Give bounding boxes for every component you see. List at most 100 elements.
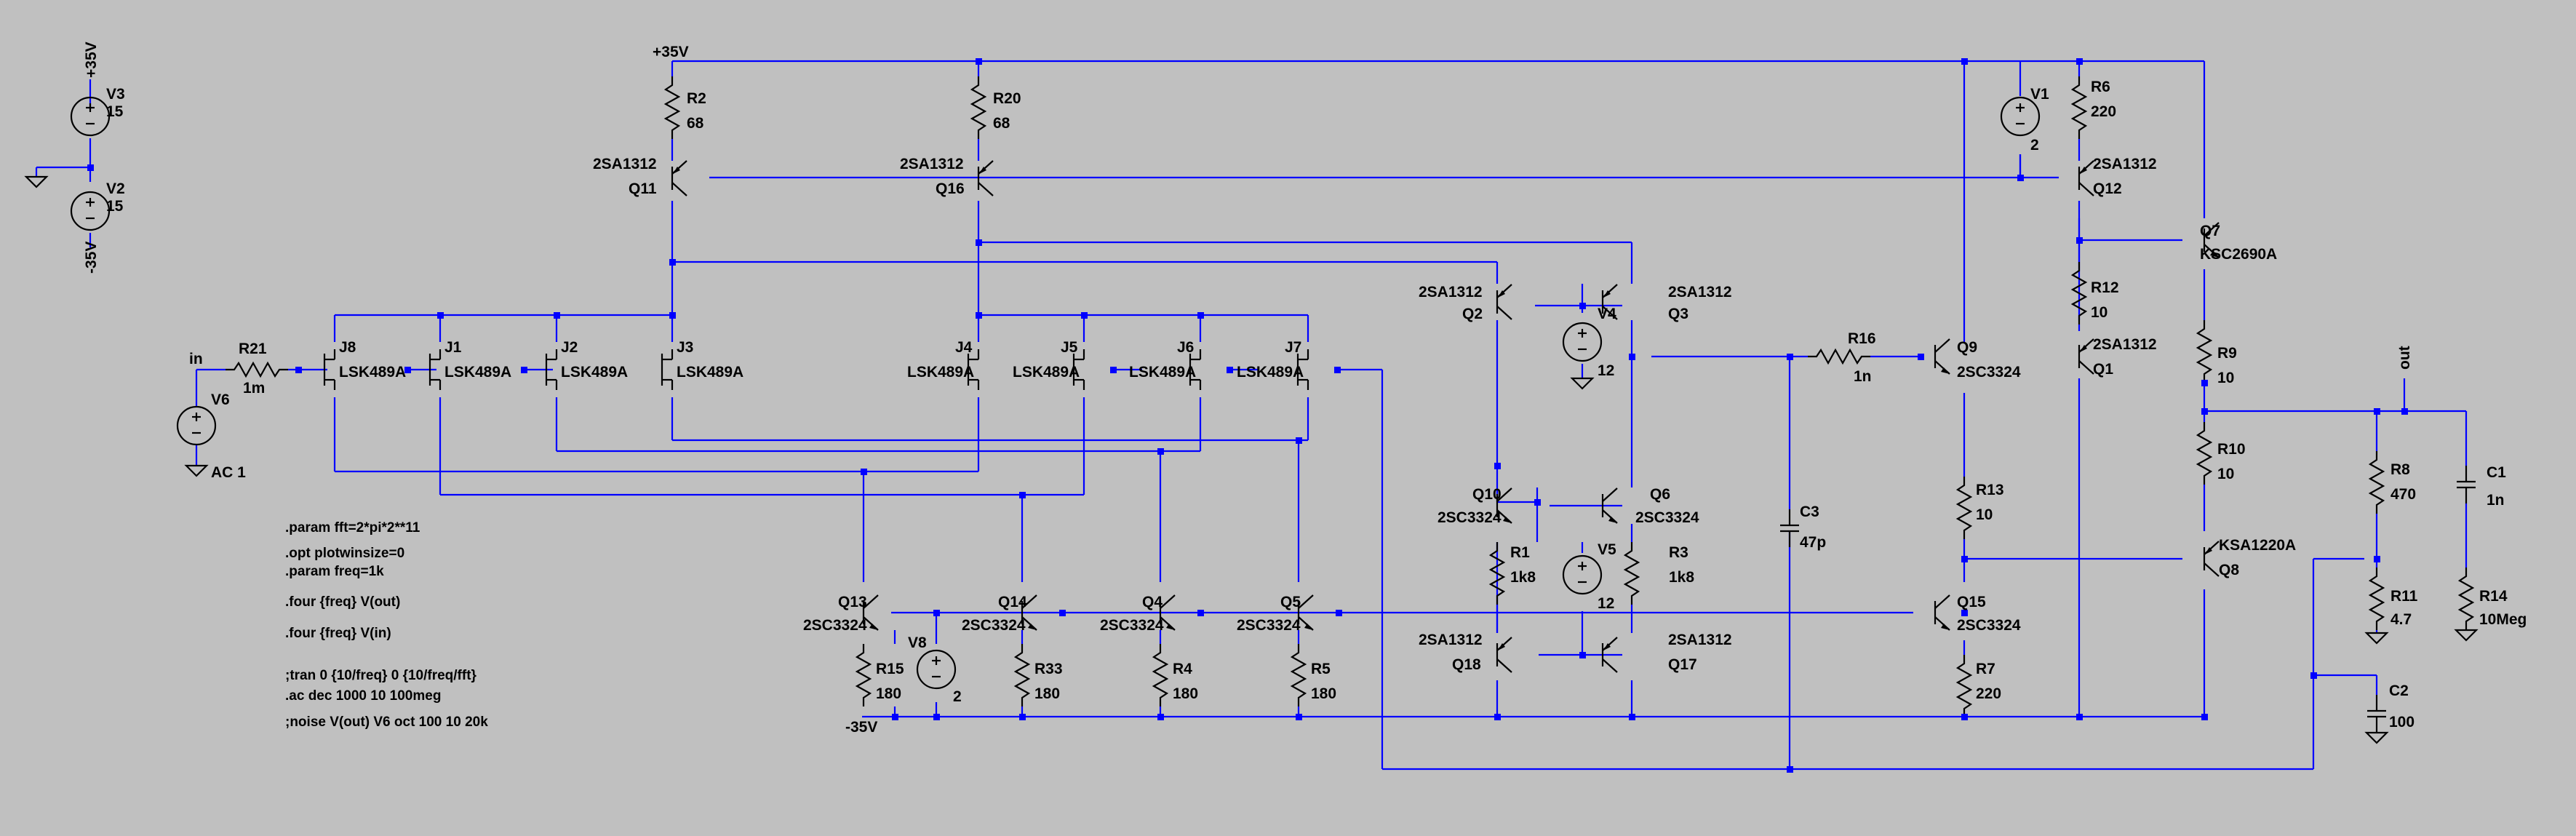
v5-name: V5	[1598, 541, 1616, 558]
r11-value: 4.7	[2390, 611, 2412, 628]
q2-name: Q2	[1462, 306, 1483, 322]
spice-directives: .param fft=2*pi*2**11 .opt plotwinsize=0…	[285, 520, 488, 730]
r13-value: 10	[1976, 506, 1993, 523]
net-in-label: in	[189, 351, 203, 367]
r7-name: R7	[1976, 661, 1995, 677]
r2-name: R2	[687, 90, 706, 107]
j4-value: LSK489A	[907, 364, 974, 381]
r21-value: 1m	[243, 380, 265, 397]
q6-value: 2SC3324	[1635, 509, 1699, 526]
q16-name: Q16	[936, 180, 965, 197]
v1-name: V1	[2030, 86, 2049, 103]
q8-name: Q8	[2219, 562, 2239, 578]
q12-name: Q12	[2093, 180, 2122, 197]
c3-name: C3	[1800, 503, 1819, 520]
r16-name: R16	[1848, 330, 1876, 347]
directive-line: .ac dec 1000 10 100meg	[285, 688, 441, 704]
q3-value: 2SA1312	[1668, 284, 1732, 300]
c3-value: 47p	[1800, 534, 1826, 551]
q11-value: 2SA1312	[593, 156, 657, 172]
directive-line: ;tran 0 {10/freq} 0 {10/freq/fft}	[285, 668, 477, 683]
r20-value: 68	[993, 115, 1010, 132]
r5-name: R5	[1311, 661, 1331, 677]
v5-value: 12	[1598, 595, 1614, 612]
r6-name: R6	[2091, 79, 2110, 95]
j1-value: LSK489A	[444, 364, 511, 381]
r3-name: R3	[1669, 544, 1688, 561]
v8-value: 2	[953, 688, 962, 705]
r14-name: R14	[2479, 588, 2508, 605]
j6-value: LSK489A	[1129, 364, 1196, 381]
q10-name: Q10	[1472, 486, 1502, 503]
labels: +35V V3 15 V2 15 -35V +35V -35V in R21 1…	[83, 41, 2527, 736]
v4-name: V4	[1598, 306, 1616, 322]
q6-name: Q6	[1650, 486, 1670, 503]
directive-line: .four {freq} V(in)	[285, 626, 391, 641]
r8-value: 470	[2390, 486, 2416, 503]
v2-value: 15	[106, 198, 124, 215]
v3-net-label: +35V	[83, 41, 100, 78]
q10-value: 2SC3324	[1437, 509, 1502, 526]
r10-value: 10	[2217, 466, 2234, 482]
directive-line: ;noise V(out) V6 oct 100 10 20k	[285, 714, 488, 730]
j7-name: J7	[1285, 339, 1301, 356]
q9-name: Q9	[1957, 339, 1977, 356]
r8-name: R8	[2390, 461, 2410, 478]
j6-name: J6	[1177, 339, 1194, 356]
q12-value: 2SA1312	[2093, 156, 2157, 172]
q1-value: 2SA1312	[2093, 336, 2157, 353]
r12-value: 10	[2091, 304, 2108, 321]
r9-value: 10	[2217, 370, 2234, 386]
j3-name: J3	[677, 339, 693, 356]
j3-value: LSK489A	[677, 364, 743, 381]
r21-name: R21	[239, 341, 267, 357]
q1-name: Q1	[2093, 361, 2113, 378]
j5-name: J5	[1061, 339, 1078, 356]
j4-name: J4	[955, 339, 973, 356]
q13-value: 2SC3324	[803, 617, 867, 634]
r4-value: 180	[1173, 685, 1198, 702]
j7-value: LSK489A	[1237, 364, 1304, 381]
r1-value: 1k8	[1510, 569, 1536, 586]
c2-value: 100	[2389, 714, 2414, 730]
rail-neg-label: -35V	[845, 719, 877, 736]
symbols	[25, 75, 2478, 744]
junctions	[87, 58, 2408, 773]
r5-value: 180	[1311, 685, 1336, 702]
j8-name: J8	[339, 339, 356, 356]
v2-name: V2	[106, 180, 125, 197]
v3-value: 15	[106, 103, 124, 120]
r33-name: R33	[1034, 661, 1063, 677]
r6-value: 220	[2091, 103, 2116, 120]
r2-value: 68	[687, 115, 704, 132]
q17-name: Q17	[1668, 656, 1697, 673]
c2-name: C2	[2389, 682, 2409, 699]
q18-value: 2SA1312	[1419, 632, 1483, 648]
r9-name: R9	[2217, 345, 2237, 362]
q2-value: 2SA1312	[1419, 284, 1483, 300]
r7-value: 220	[1976, 685, 2001, 702]
v6-name: V6	[211, 391, 230, 408]
q7-name: Q7	[2200, 223, 2220, 239]
r12-name: R12	[2091, 279, 2119, 296]
directive-line: .opt plotwinsize=0	[285, 546, 404, 561]
c1-name: C1	[2487, 464, 2506, 481]
c1-value: 1n	[2487, 492, 2505, 509]
q14-name: Q14	[998, 594, 1027, 610]
v3-name: V3	[106, 86, 125, 103]
q14-value: 2SC3324	[962, 617, 1026, 634]
q13-name: Q13	[838, 594, 867, 610]
q8-value: KSA1220A	[2219, 537, 2296, 554]
q15-value: 2SC3324	[1957, 617, 2021, 634]
q16-value: 2SA1312	[900, 156, 964, 172]
v8-name: V8	[908, 634, 927, 651]
r13-name: R13	[1976, 482, 2004, 498]
q15-name: Q15	[1957, 594, 1986, 610]
q5-name: Q5	[1280, 594, 1301, 610]
j2-value: LSK489A	[561, 364, 628, 381]
q5-value: 2SC3324	[1237, 617, 1301, 634]
q18-name: Q18	[1452, 656, 1481, 673]
j2-name: J2	[561, 339, 578, 356]
wires	[35, 60, 2468, 771]
